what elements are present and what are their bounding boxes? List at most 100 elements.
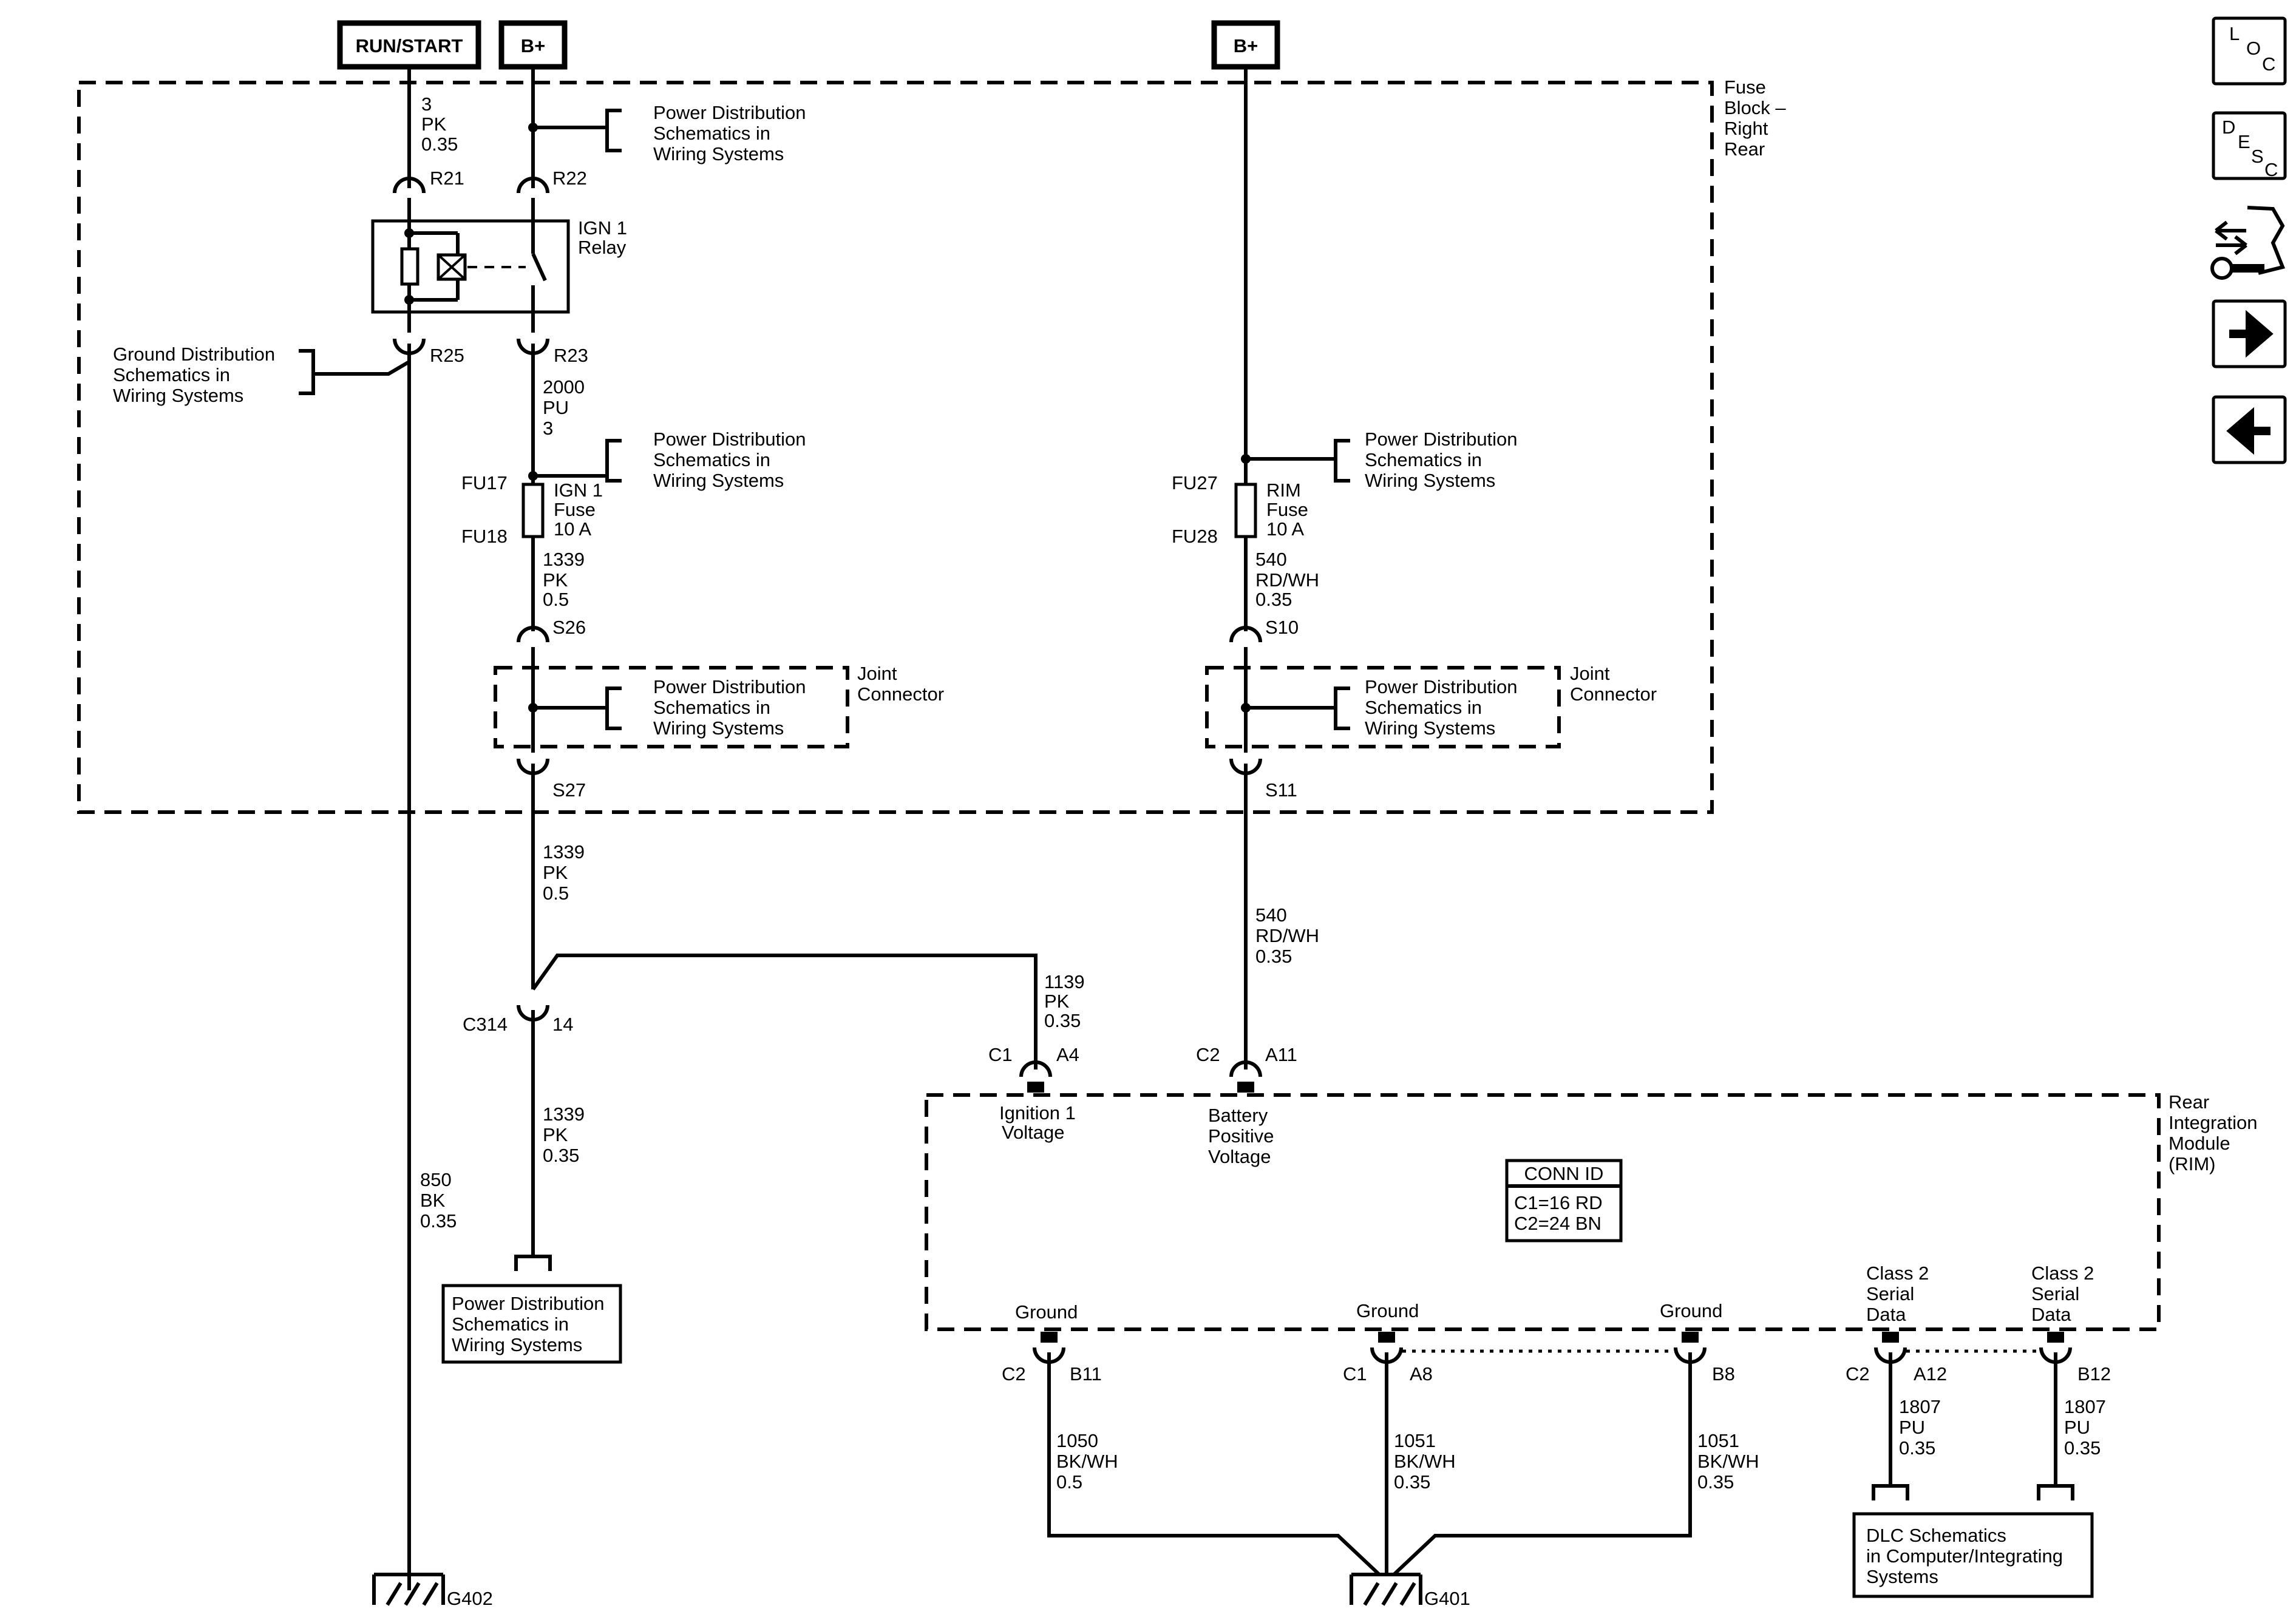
pin-a11-label: A11 — [1265, 1044, 1297, 1065]
svg-text:Joint: Joint — [857, 663, 897, 684]
svg-text:Schematics in: Schematics in — [1365, 449, 1482, 470]
svg-text:Block –: Block – — [1724, 97, 1786, 118]
svg-text:S: S — [2251, 146, 2264, 167]
ref-bracket — [605, 686, 622, 730]
dlc-ref[interactable] — [1852, 1512, 2094, 1598]
svg-text:C: C — [2264, 159, 2278, 180]
svg-text:Wiring Systems: Wiring Systems — [653, 143, 784, 164]
svg-text:BK/WH: BK/WH — [1697, 1451, 1759, 1472]
pin-r21-connector — [393, 177, 426, 194]
svg-text:PK: PK — [1044, 991, 1070, 1012]
power-dist-ref-4[interactable] — [441, 1284, 622, 1364]
svg-text:3: 3 — [421, 93, 432, 115]
joint-connector-right-label: Joint Connector — [1570, 663, 1657, 705]
svg-text:Power Distribution: Power Distribution — [1365, 676, 1518, 697]
svg-text:0.35: 0.35 — [1044, 1010, 1081, 1031]
wire-label-gnd-b11: 1050 BK/WH 0.5 — [1056, 1430, 1118, 1493]
wire-gnd-b11 — [1047, 1352, 1381, 1576]
svg-text:Relay: Relay — [578, 237, 627, 258]
relay-internals — [400, 198, 547, 312]
svg-text:in Computer/Integrating: in Computer/Integrating — [1866, 1545, 2063, 1567]
svg-text:Fuse: Fuse — [1266, 499, 1308, 520]
svg-text:0.35: 0.35 — [1697, 1471, 1734, 1493]
svg-text:2000: 2000 — [543, 376, 585, 398]
svg-text:Data: Data — [2031, 1304, 2071, 1325]
ref-bracket — [1334, 686, 1350, 730]
ref-bracket — [605, 109, 622, 152]
svg-text:1339: 1339 — [543, 841, 585, 863]
wire-ground-branch — [313, 360, 410, 376]
terminal-run-start: RUN/START — [337, 20, 481, 70]
svg-text:540: 540 — [1255, 549, 1287, 570]
loc-button[interactable]: L O C — [2212, 16, 2287, 86]
svg-text:Ground Distribution: Ground Distribution — [113, 344, 275, 365]
pin-b12-label: B12 — [2077, 1363, 2111, 1385]
power-dist-ref-5[interactable]: Power Distribution Schematics in Wiring … — [1365, 429, 1518, 491]
power-dist-ref-6[interactable]: Power Distribution Schematics in Wiring … — [1365, 676, 1518, 739]
wire-label-gnd-b8: 1051 BK/WH 0.35 — [1697, 1430, 1759, 1493]
ref-bracket — [2037, 1484, 2074, 1500]
svg-text:B+: B+ — [1234, 35, 1258, 56]
repair-arrows-wrench-icon — [2210, 206, 2286, 280]
svg-text:Schematics in: Schematics in — [1365, 697, 1482, 718]
pin-r22-label: R22 — [552, 168, 587, 189]
desc-button[interactable]: D E S C — [2212, 111, 2287, 180]
svg-text:Serial: Serial — [1866, 1283, 1914, 1304]
svg-text:IGN 1: IGN 1 — [578, 217, 627, 239]
connector-c314-pin: 14 — [552, 1014, 573, 1035]
svg-text:Wiring Systems: Wiring Systems — [1365, 717, 1495, 739]
power-dist-ref-2[interactable]: Power Distribution Schematics in Wiring … — [653, 429, 806, 491]
pin-b11-label: B11 — [1070, 1363, 1102, 1385]
power-dist-ref-3[interactable]: Power Distribution Schematics in Wiring … — [653, 676, 806, 739]
ground-symbol-g401 — [1350, 1573, 1422, 1606]
svg-text:Connector: Connector — [1570, 683, 1657, 705]
pin-a11-conn-label: C2 — [1196, 1044, 1220, 1065]
repair-button[interactable] — [2210, 206, 2286, 280]
svg-text:10 A: 10 A — [554, 518, 591, 540]
pin-a4-label: A4 — [1056, 1044, 1079, 1065]
svg-text:Right: Right — [1724, 118, 1768, 139]
svg-text:Joint: Joint — [1570, 663, 1610, 684]
ground-dist-ref[interactable]: Ground Distribution Schematics in Wiring… — [113, 344, 275, 406]
right-arrow-icon — [2229, 310, 2274, 358]
svg-text:L: L — [2229, 23, 2240, 44]
svg-text:Fuse: Fuse — [554, 499, 596, 520]
svg-text:0.35: 0.35 — [2064, 1437, 2101, 1459]
rim-pin-class2-a12: Class 2 Serial Data — [1866, 1263, 1929, 1325]
svg-text:Wiring Systems: Wiring Systems — [113, 385, 243, 406]
rim-module-boundary — [925, 1093, 2161, 1331]
power-dist-ref-1[interactable]: Power Distribution Schematics in Wiring … — [653, 102, 806, 164]
prev-button[interactable] — [2212, 395, 2287, 464]
pin-s10-connector — [1229, 626, 1262, 643]
wire-label-ground-g402: 850 BK 0.35 — [420, 1169, 457, 1232]
ign1-relay-label: IGN 1 Relay — [578, 217, 627, 258]
svg-text:PU: PU — [1899, 1417, 1925, 1438]
svg-text:0.5: 0.5 — [543, 883, 569, 904]
svg-text:Ignition 1: Ignition 1 — [999, 1102, 1076, 1124]
svg-text:1051: 1051 — [1394, 1430, 1436, 1451]
svg-text:Connector: Connector — [857, 683, 944, 705]
ref-bracket — [605, 439, 622, 483]
svg-text:RD/WH: RD/WH — [1255, 569, 1319, 591]
svg-text:RUN/START: RUN/START — [356, 35, 463, 56]
svg-text:1807: 1807 — [1899, 1396, 1941, 1417]
joint-connector-left-label: Joint Connector — [857, 663, 944, 705]
svg-text:PK: PK — [543, 1124, 568, 1145]
pin-a4-connector — [1019, 1060, 1052, 1077]
svg-text:Wiring Systems: Wiring Systems — [1365, 470, 1495, 491]
rim-pin-ground-a8: Ground — [1356, 1300, 1419, 1321]
wire-label-ign-to-rim: 1139 PK 0.35 — [1044, 971, 1085, 1031]
conn-id-box: CONN ID C1=16 RD C2=24 BN — [1505, 1159, 1623, 1242]
svg-text:CONN ID: CONN ID — [1524, 1163, 1604, 1184]
pin-s11-label: S11 — [1265, 779, 1297, 801]
svg-text:0.35: 0.35 — [421, 134, 458, 155]
wire-label-ign-below-c314: 1339 PK 0.35 — [543, 1103, 585, 1166]
pin-a11-connector — [1229, 1060, 1262, 1077]
svg-text:1051: 1051 — [1697, 1430, 1739, 1451]
ign1-fuse — [521, 483, 545, 538]
svg-text:Rear: Rear — [2169, 1091, 2209, 1113]
next-button[interactable] — [2212, 299, 2287, 368]
svg-text:10 A: 10 A — [1266, 518, 1304, 540]
svg-text:D: D — [2222, 117, 2235, 138]
